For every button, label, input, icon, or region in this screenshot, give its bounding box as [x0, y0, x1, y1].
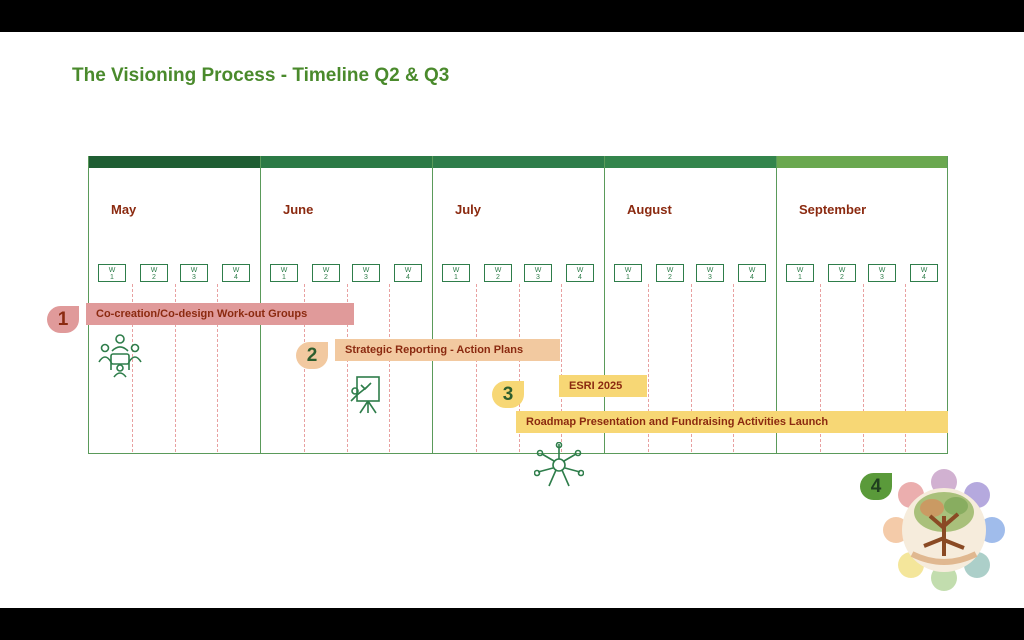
week-divider — [820, 284, 821, 452]
meeting-group-icon — [98, 334, 142, 378]
week-divider — [347, 284, 348, 452]
timeline-bottom-border — [88, 453, 948, 454]
page-title: The Visioning Process - Timeline Q2 & Q3 — [72, 65, 450, 86]
step-badge-4: 4 — [860, 473, 892, 500]
step-badge-1: 1 — [47, 306, 79, 333]
step-badge-2: 2 — [296, 342, 328, 369]
bar-co-creation: Co-creation/Co-design Work-out Groups — [86, 303, 354, 325]
month-label: September — [799, 202, 867, 217]
bar-roadmap: Roadmap Presentation and Fundraising Act… — [516, 411, 948, 433]
month-header-bar — [433, 156, 604, 168]
week-divider — [519, 284, 520, 452]
step-badge-3: 3 — [492, 381, 524, 408]
bar-strategic-reporting: Strategic Reporting - Action Plans — [335, 339, 560, 361]
tree-hands-logo — [883, 469, 1005, 591]
week-divider — [175, 284, 176, 452]
week-divider — [863, 284, 864, 452]
month-header-bar — [89, 156, 260, 168]
month-header-bar — [261, 156, 432, 168]
month-header-bar — [777, 156, 947, 168]
month-label: July — [455, 202, 482, 217]
teamwork-circle-icon — [534, 442, 584, 487]
bar-esri: ESRI 2025 — [559, 375, 647, 397]
month-label: May — [111, 202, 137, 217]
week-divider — [561, 284, 562, 452]
week-divider — [132, 284, 133, 452]
week-divider — [476, 284, 477, 452]
presentation-board-icon — [350, 376, 380, 414]
week-divider — [389, 284, 390, 452]
week-divider — [217, 284, 218, 452]
month-label: August — [627, 202, 672, 217]
week-divider — [648, 284, 649, 452]
slide: The Visioning Process - Timeline Q2 & Q3… — [0, 32, 1024, 608]
week-divider — [905, 284, 906, 452]
week-divider — [691, 284, 692, 452]
month-label: June — [283, 202, 314, 217]
month-header-bar — [605, 156, 776, 168]
week-divider — [733, 284, 734, 452]
